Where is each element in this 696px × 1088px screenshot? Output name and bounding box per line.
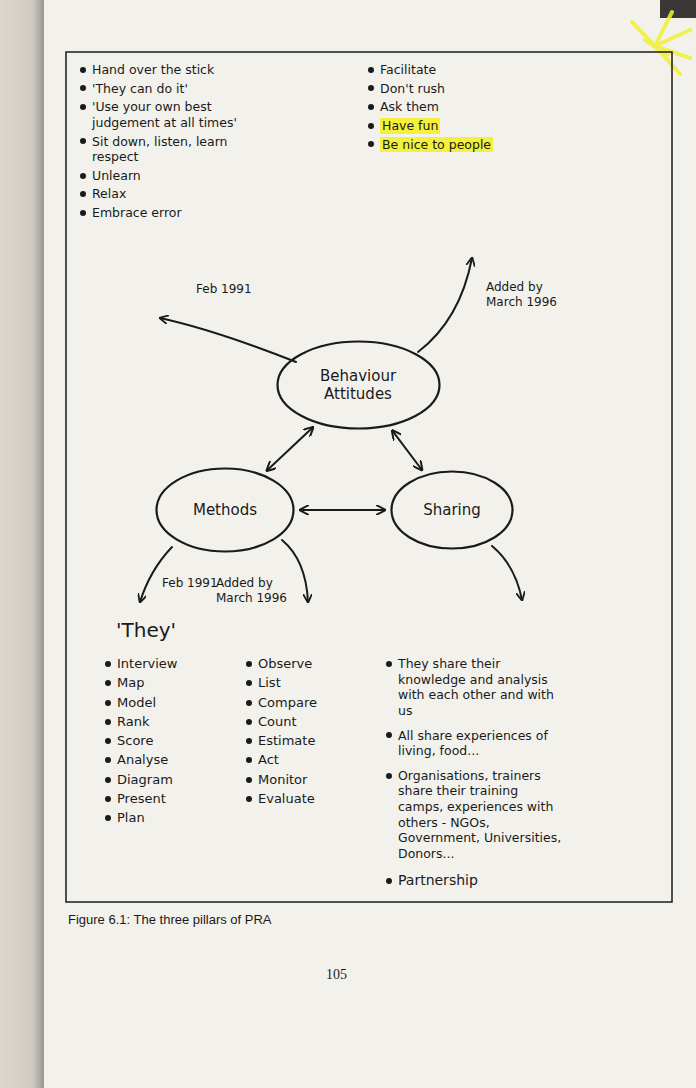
ellipse-label: Behaviour Attitudes	[308, 367, 408, 403]
page-number: 105	[326, 966, 347, 984]
bullet-dot	[105, 777, 111, 783]
leader-arrow	[160, 318, 296, 362]
leader-arrow	[140, 547, 172, 602]
bullet-dot	[246, 796, 252, 802]
dark-corner	[660, 0, 696, 18]
list-item: They share their knowledge and analysis …	[398, 656, 566, 719]
bullet-dot	[105, 738, 111, 744]
bullet-dot	[386, 773, 392, 779]
list-item: Observe	[258, 656, 312, 672]
double-arrow	[300, 509, 385, 511]
list-item: Relax	[92, 186, 126, 202]
list-item: All share experiences of living, food...	[398, 728, 566, 759]
figure-caption: Figure 6.1: The three pillars of PRA	[68, 912, 272, 928]
bullet-dot	[80, 67, 86, 73]
date-note: Feb 1991	[162, 576, 218, 591]
list-item: Have fun	[380, 118, 440, 134]
bullet-dot	[105, 719, 111, 725]
pillar-ellipse: Methods	[155, 467, 295, 553]
bullet-dot	[80, 104, 86, 110]
list-item: Sit down, listen, learn respect	[92, 134, 267, 165]
list-item: Don't rush	[380, 81, 445, 97]
list-item: Plan	[117, 810, 145, 826]
bullet-dot	[368, 141, 374, 147]
bullet-dot	[105, 661, 111, 667]
pillar-ellipse: Sharing	[390, 470, 514, 550]
bullet-dot	[386, 661, 392, 667]
figure-frame	[66, 52, 672, 902]
list-item: Act	[258, 752, 279, 768]
double-arrow	[392, 431, 422, 470]
bullet-dot	[246, 700, 252, 706]
list-item: Ask them	[380, 99, 439, 115]
bullet-dot	[80, 85, 86, 91]
bullet-dot	[246, 757, 252, 763]
list-item: Hand over the stick	[92, 62, 214, 78]
ellipse-label: Methods	[193, 501, 257, 519]
column-heading: 'They'	[116, 618, 176, 643]
list-item: List	[258, 675, 281, 691]
bullet-dot	[105, 796, 111, 802]
date-note: Feb 1991	[196, 282, 252, 297]
leader-arrow	[418, 258, 472, 352]
list-item: Diagram	[117, 772, 173, 788]
bullet-dot	[246, 719, 252, 725]
bullet-dot	[386, 878, 392, 884]
list-item: Model	[117, 695, 156, 711]
list-item: Rank	[117, 714, 149, 730]
list-item: Partnership	[398, 872, 478, 890]
bullet-dot	[80, 138, 86, 144]
bullet-dot	[80, 191, 86, 197]
list-item: Organisations, trainers share their trai…	[398, 768, 566, 862]
bullet-dot	[386, 732, 392, 738]
ellipse-label: Sharing	[423, 501, 481, 519]
list-item: Count	[258, 714, 297, 730]
bullet-dot	[368, 104, 374, 110]
list-item: Unlearn	[92, 168, 141, 184]
left-page	[0, 0, 44, 1088]
list-item: Evaluate	[258, 791, 315, 807]
bullet-dot	[368, 67, 374, 73]
double-arrow	[267, 427, 313, 470]
list-item: Estimate	[258, 733, 315, 749]
list-item: Map	[117, 675, 144, 691]
list-item: Compare	[258, 695, 317, 711]
list-item: Be nice to people	[380, 137, 493, 153]
list-item: 'They can do it'	[92, 81, 188, 97]
date-note: Added by March 1996	[486, 280, 566, 310]
list-item: Embrace error	[92, 205, 182, 221]
list-item: Facilitate	[380, 62, 436, 78]
list-item: Analyse	[117, 752, 168, 768]
bullet-dot	[368, 123, 374, 129]
leader-arrow	[492, 546, 522, 600]
list-item: Interview	[117, 656, 177, 672]
bullet-dot	[105, 815, 111, 821]
bullet-dot	[368, 85, 374, 91]
bullet-dot	[105, 700, 111, 706]
date-note: Added by March 1996	[216, 576, 294, 606]
bullet-dot	[246, 680, 252, 686]
list-item: Monitor	[258, 772, 307, 788]
bullet-dot	[246, 738, 252, 744]
list-item: 'Use your own best judgement at all time…	[92, 99, 267, 130]
bullet-dot	[246, 661, 252, 667]
bullet-dot	[80, 173, 86, 179]
list-item: Score	[117, 733, 153, 749]
bullet-dot	[105, 680, 111, 686]
bullet-dot	[246, 777, 252, 783]
bullet-dot	[105, 757, 111, 763]
list-item: Present	[117, 791, 166, 807]
pillar-ellipse: Behaviour Attitudes	[276, 340, 441, 430]
bullet-dot	[80, 210, 86, 216]
highlighter-mark	[632, 12, 690, 74]
